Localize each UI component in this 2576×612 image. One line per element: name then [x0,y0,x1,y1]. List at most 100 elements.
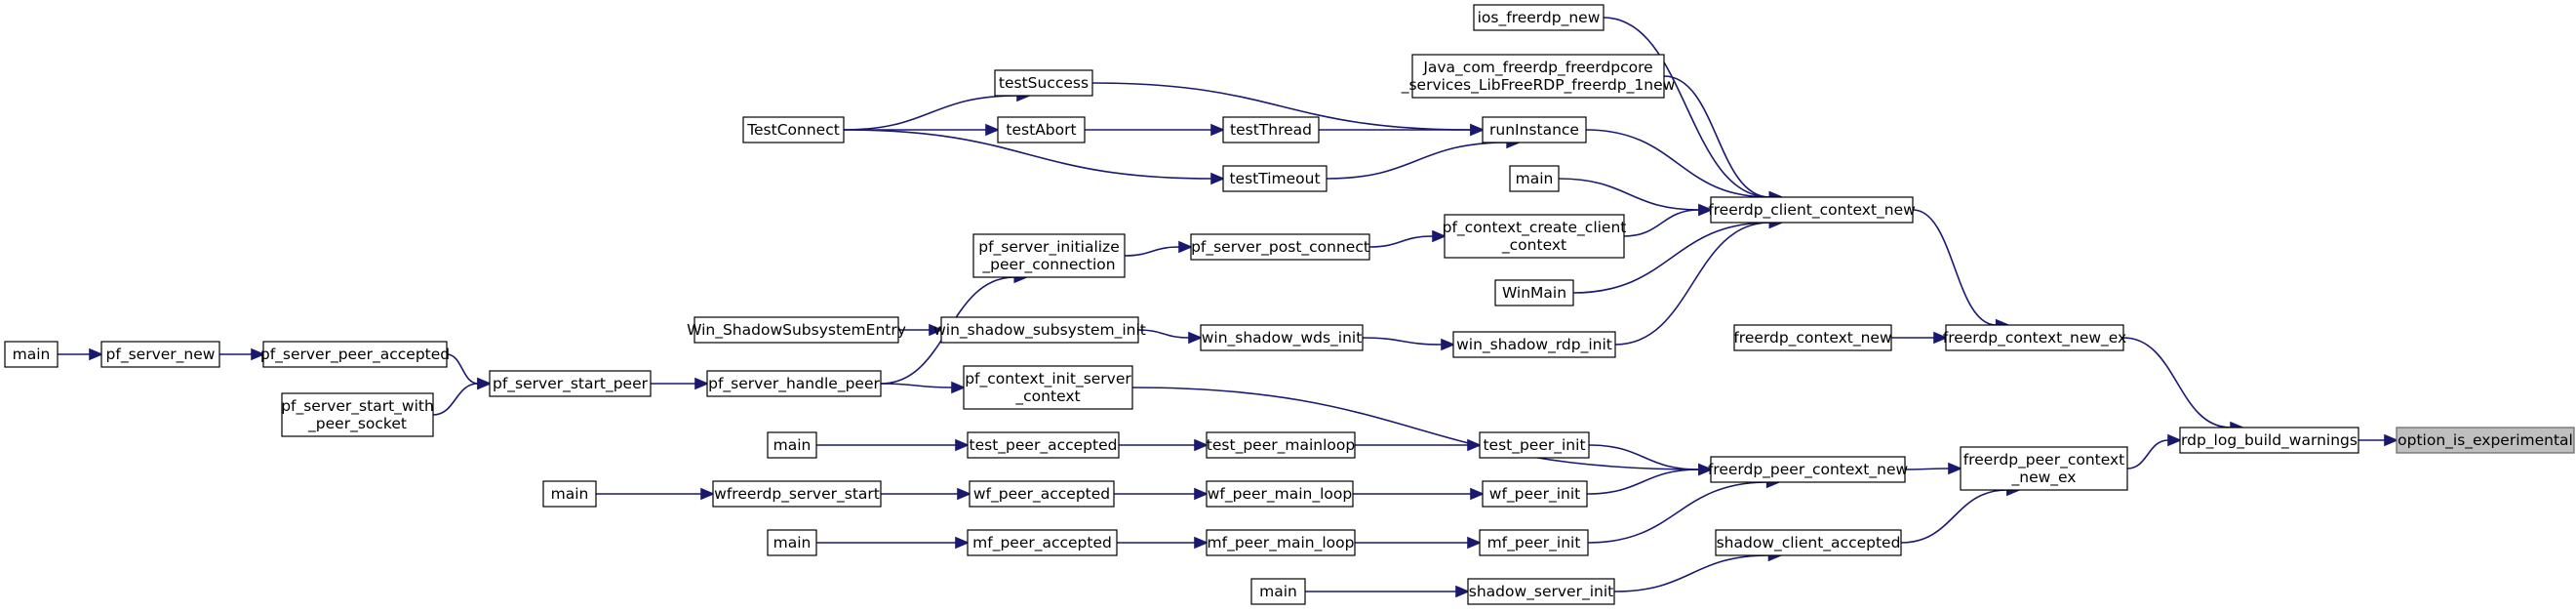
node-main-wf[interactable]: main [542,480,597,508]
node-mf-peer-accepted[interactable]: mf_peer_accepted [967,529,1118,556]
node-main-shadow[interactable]: main [1250,578,1306,605]
node-main-pf[interactable]: main [4,341,59,368]
edge-testthread-to-runinstance [1319,123,1486,137]
node-label: pf_server_start_with [281,397,434,416]
node-pf-server-handle-peer[interactable]: pf_server_handle_peer [706,370,882,397]
node-win-shadowsubsystementry[interactable]: Win_ShadowSubsystemEntry [687,316,906,344]
node-mf-peer-init[interactable]: mf_peer_init [1479,529,1589,556]
node-box [4,341,59,368]
node-test-peer-accepted[interactable]: test_peer_accepted [967,431,1120,459]
edge-test-peer-mainloop-to-test-peer-init [1355,438,1483,452]
edge-pf-context-init-server-context-to-freerdp-peer-context-new [1131,387,1714,476]
edge-win-shadow-wds-init-to-win-shadow-rdp-init [1362,337,1456,351]
node-freerdp-context-new-ex[interactable]: freerdp_context_new_ex [1943,324,2126,351]
node-box [100,341,220,368]
node-box [1206,480,1354,508]
node-pf-server-post-connect[interactable]: pf_server_post_connect [1190,233,1370,261]
edge-mf-peer-main-loop-to-mf-peer-init [1355,536,1483,550]
node-label: wf_peer_main_loop [1208,485,1353,504]
node-pf-context-init-server-context[interactable]: pf_context_init_server_context [963,365,1133,410]
node-box [967,431,1120,459]
node-shadow-server-init[interactable]: shadow_server_init [1467,578,1615,605]
node-win-shadow-subsystem-init[interactable]: win_shadow_subsystem_init [933,316,1146,344]
node-label: _services_LibFreeRDP_freerdp_1new [1401,76,1676,95]
node-box [972,233,1126,278]
edge-pf-server-handle-peer-to-pf-context-init-server-context [880,381,967,394]
node-testabort[interactable]: testAbort [997,116,1086,143]
node-wf-peer-init[interactable]: wf_peer_init [1482,480,1588,508]
node-box [1200,324,1364,351]
node-ios-freerdp-new[interactable]: ios_freerdp_new [1473,4,1605,31]
edge-main-wf-to-wfreerdp-server-start [596,487,716,501]
node-test-peer-mainloop[interactable]: test_peer_mainloop [1206,431,1356,459]
node-pf-server-initialize-peer-connection[interactable]: pf_server_initialize_peer_connection [972,233,1126,278]
node-box [767,529,817,556]
node-testconnect[interactable]: TestConnect [742,116,845,143]
node-freerdp-context-new[interactable]: freerdp_context_new [1733,324,1892,351]
node-label: _peer_connection [981,256,1115,274]
node-label: win_shadow_subsystem_init [933,321,1146,340]
edge-pf-context-create-client-context-to-freerdp-client-context-new [1623,203,1714,237]
node-pf-server-start-with-peer-socket[interactable]: pf_server_start_with_peer_socket [281,392,434,437]
node-option-is-experimental[interactable]: option_is_experimental [2396,427,2575,454]
node-label: pf_server_new [106,346,216,364]
node-pf-server-new[interactable]: pf_server_new [100,341,220,368]
node-wfreerdp-server-start[interactable]: wfreerdp_server_start [712,480,882,508]
node-main-mf[interactable]: main [767,529,817,556]
node-freerdp-peer-context-new[interactable]: freerdp_peer_context_new [1708,456,1909,483]
node-pf-server-peer-accepted[interactable]: pf_server_peer_accepted [260,341,450,368]
node-freerdp-client-context-new[interactable]: freerdp_client_context_new [1708,196,1916,224]
node-pf-server-start-peer[interactable]: pf_server_start_peer [489,370,652,397]
node-main-client[interactable]: main [1509,165,1560,192]
edge-main-shadow-to-shadow-server-init [1305,585,1471,598]
node-label: _context [1014,388,1080,406]
node-box [1190,233,1370,261]
node-box [742,116,845,143]
node-label: pf_server_handle_peer [708,375,880,393]
node-box [1715,529,1902,556]
edge-wf-peer-accepted-to-wf-peer-main-loop [1114,487,1209,501]
node-testsuccess[interactable]: testSuccess [994,69,1093,97]
edge-pf-server-new-to-pf-server-peer-accepted [218,347,266,361]
node-wf-peer-accepted[interactable]: wf_peer_accepted [969,480,1115,508]
node-wf-peer-main-loop[interactable]: wf_peer_main_loop [1206,480,1354,508]
node-label: mf_peer_accepted [972,534,1112,552]
edge-rdp-log-build-warnings-to-option-is-experimental [2358,433,2399,447]
node-box [1960,446,2128,491]
node-box [542,480,597,508]
node-box [1222,165,1328,192]
node-label: shadow_server_init [1469,583,1613,601]
node-box [1206,529,1356,556]
node-box [281,392,434,437]
node-win-shadow-wds-init[interactable]: win_shadow_wds_init [1200,324,1364,351]
node-testtimeout[interactable]: testTimeout [1222,165,1328,192]
node-win-shadow-rdp-init[interactable]: win_shadow_rdp_init [1452,331,1616,358]
node-runinstance[interactable]: runInstance [1482,116,1587,143]
node-pf-context-create-client-context[interactable]: pf_context_create_client_context [1443,214,1627,259]
node-shadow-client-accepted[interactable]: shadow_client_accepted [1715,529,1902,556]
edge-pf-server-post-connect-to-pf-context-create-client-context [1368,229,1447,248]
edge-pf-server-start-peer-to-pf-server-handle-peer [651,377,710,390]
node-testthread[interactable]: testThread [1222,116,1320,143]
node-label: freerdp_context_new_ex [1943,329,2126,347]
edges-layer [57,17,2399,598]
node-test-peer-init[interactable]: test_peer_init [1479,431,1590,459]
edge-freerdp-peer-context-new-to-freerdp-peer-context-new-ex [1904,462,1963,475]
node-winmain[interactable]: WinMain [1494,279,1574,306]
node-main-test[interactable]: main [767,431,817,459]
node-label: pf_server_post_connect [1191,238,1369,257]
node-label: shadow_client_accepted [1717,534,1901,552]
edge-freerdp-peer-context-new-ex-to-rdp-log-build-warnings [2126,433,2183,469]
node-label: test_peer_mainloop [1207,436,1355,455]
node-java-freerdp-new[interactable]: Java_com_freerdp_freerdpcore_services_Li… [1401,54,1676,99]
node-rdp-log-build-warnings[interactable]: rdp_log_build_warnings [2179,427,2359,454]
node-freerdp-peer-context-new-ex[interactable]: freerdp_peer_context_new_ex [1960,446,2128,491]
edge-win-shadow-subsystem-init-to-win-shadow-wds-init [1137,329,1204,345]
node-box [1479,529,1589,556]
node-label: wf_peer_accepted [973,485,1110,504]
node-mf-peer-main-loop[interactable]: mf_peer_main_loop [1206,529,1356,556]
node-label: TestConnect [746,121,840,139]
node-label: runInstance [1489,121,1579,139]
node-label: mf_peer_init [1487,534,1581,552]
node-box [1710,196,1914,224]
